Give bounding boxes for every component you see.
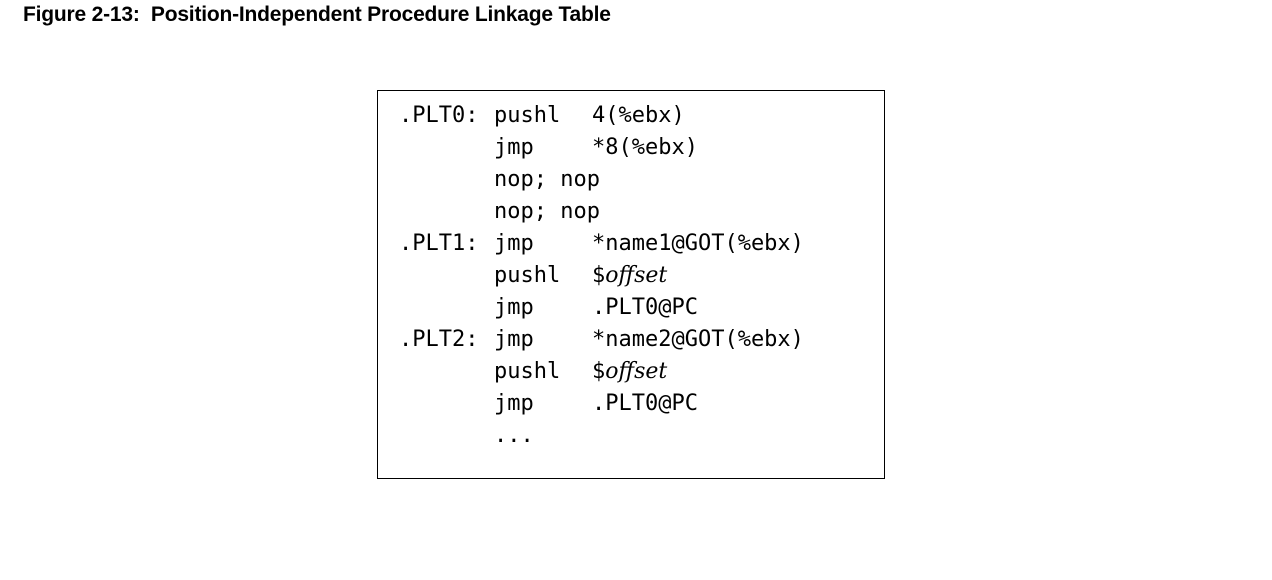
code-arg: .PLT0@PC — [592, 295, 698, 320]
code-op: jmp — [494, 327, 534, 352]
code-line: pushl $offset — [399, 356, 667, 388]
code-line: .PLT2: jmp *name2@GOT(%ebx) — [399, 324, 804, 356]
code-op: jmp — [494, 135, 534, 160]
code-label: .PLT1: — [399, 231, 479, 256]
code-line: jmp .PLT0@PC — [399, 292, 698, 324]
code-arg-italic: offset — [605, 359, 668, 384]
code-op: jmp — [494, 391, 534, 416]
code-op: nop; nop — [494, 199, 600, 224]
code-line: jmp .PLT0@PC — [399, 388, 698, 420]
code-arg-prefix: $ — [592, 263, 606, 288]
code-arg: *name2@GOT(%ebx) — [592, 327, 804, 352]
code-line: .PLT1: jmp *name1@GOT(%ebx) — [399, 228, 804, 260]
code-arg: .PLT0@PC — [592, 391, 698, 416]
code-line: ... — [399, 420, 534, 452]
code-label: .PLT2: — [399, 327, 479, 352]
code-op: ... — [494, 423, 534, 448]
code-line: jmp *8(%ebx) — [399, 132, 698, 164]
code-arg: 4(%ebx) — [592, 103, 685, 128]
code-arg: *name1@GOT(%ebx) — [592, 231, 804, 256]
code-op: jmp — [494, 231, 534, 256]
code-op: pushl — [494, 359, 561, 384]
code-arg-prefix: $ — [592, 359, 606, 384]
code-op: nop; nop — [494, 167, 600, 192]
code-op: jmp — [494, 295, 534, 320]
code-label: .PLT0: — [399, 103, 479, 128]
code-listing-box: .PLT0: pushl 4(%ebx) jmp *8(%ebx) nop; n… — [377, 90, 885, 479]
figure-caption: Figure 2-13: Position-Independent Proced… — [23, 3, 611, 26]
code-op: pushl — [494, 263, 561, 288]
code-arg: *8(%ebx) — [592, 135, 698, 160]
code-line: nop; nop — [399, 196, 600, 228]
code-op: pushl — [494, 103, 561, 128]
code-arg-italic: offset — [605, 263, 668, 288]
code-line: .PLT0: pushl 4(%ebx) — [399, 100, 685, 132]
code-line: nop; nop — [399, 164, 600, 196]
code-line: pushl $offset — [399, 260, 667, 292]
code-arg: $offset — [592, 356, 667, 388]
code-arg: $offset — [592, 260, 667, 292]
